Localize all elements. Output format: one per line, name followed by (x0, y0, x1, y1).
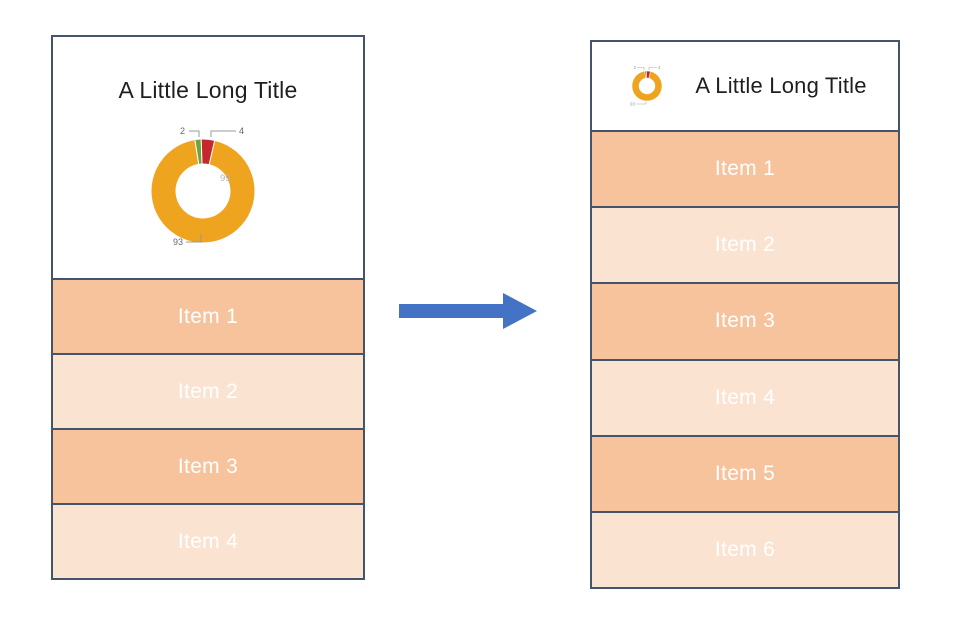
right-arrow-icon (399, 293, 537, 329)
after-card-header: 2 4 93 A Little Long Title (592, 42, 898, 130)
leader-line-yellow (186, 234, 202, 243)
list-item: Item 2 (592, 206, 898, 283)
mini-leader-red (649, 67, 658, 70)
list-item-label: Item 5 (714, 461, 776, 485)
list-item: Item 3 (592, 282, 898, 359)
donut-slice-yellow (150, 139, 256, 244)
before-card-title: A Little Long Title (118, 77, 298, 103)
donut-label-green: 2 (180, 126, 185, 136)
donut-center-label: 99 (220, 173, 231, 184)
mini-slice-red (646, 70, 651, 79)
mini-leader-yellow (636, 101, 647, 105)
list-item: Item 1 (592, 130, 898, 207)
before-card-header: A Little Long Title 2 4 93 99 (53, 37, 363, 278)
mini-leader-green (637, 67, 645, 70)
list-item-label: Item 2 (177, 379, 239, 403)
list-item: Item 2 (53, 353, 363, 428)
list-item-label: Item 2 (714, 233, 776, 257)
donut-label-red: 4 (239, 126, 244, 136)
list-item-label: Item 1 (714, 157, 776, 181)
list-item-label: Item 4 (177, 529, 239, 553)
list-item: Item 6 (592, 510, 898, 588)
mini-slice-yellow (632, 70, 663, 102)
list-item: Item 3 (53, 428, 363, 503)
list-item-label: Item 4 (714, 385, 776, 409)
list-item-label: Item 3 (177, 454, 239, 478)
donut-chart: 2 4 93 99 (150, 126, 256, 247)
after-card-title: A Little Long Title (695, 73, 867, 98)
mini-label-yellow: 93 (630, 102, 636, 107)
list-item: Item 4 (53, 503, 363, 578)
before-card: A Little Long Title 2 4 93 99 Item 1 Ite… (51, 35, 365, 580)
leader-line-red (210, 130, 236, 137)
leader-line-green (189, 130, 200, 137)
list-item: Item 5 (592, 434, 898, 511)
mini-label-red: 4 (658, 65, 661, 70)
donut-label-yellow: 93 (173, 237, 183, 247)
mini-label-green: 2 (634, 65, 637, 70)
list-item-label: Item 6 (714, 537, 776, 561)
list-item: Item 1 (53, 278, 363, 353)
list-item-label: Item 1 (177, 304, 239, 328)
donut-slice-red (200, 138, 216, 166)
list-item-label: Item 3 (714, 309, 776, 333)
after-card: 2 4 93 A Little Long Title Item 1 Item 2… (590, 40, 900, 589)
donut-chart-icon: 2 4 93 (630, 65, 663, 107)
list-item: Item 4 (592, 358, 898, 435)
